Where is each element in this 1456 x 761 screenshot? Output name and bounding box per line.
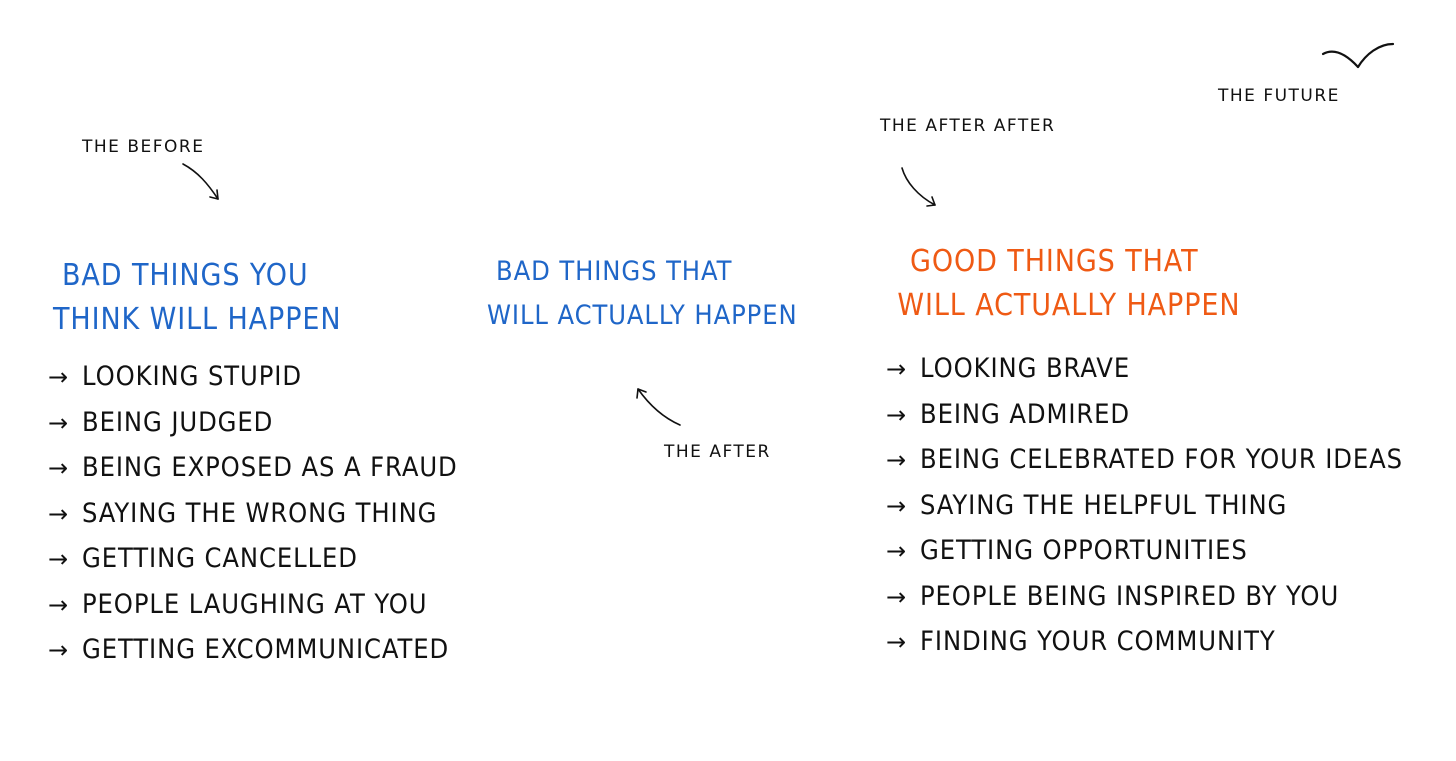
list-item-label: Being exposed as a fraud	[82, 452, 458, 483]
list-item: → Being judged	[48, 400, 499, 446]
list-item-label: People laughing at you	[82, 588, 428, 620]
heading-line: Bad things that	[496, 256, 733, 287]
list-item: → Getting excommunicated	[48, 627, 499, 673]
list-item: → Being admired	[886, 392, 1456, 438]
curved-arrow-icon	[901, 167, 936, 207]
list-item: → Looking stupid	[48, 354, 499, 400]
arrow-right-icon: →	[48, 454, 70, 482]
list-item: → Getting cancelled	[48, 536, 499, 582]
heading-line: will actually happen	[487, 300, 798, 331]
arrow-right-icon: →	[48, 636, 70, 664]
heading-bad-things-actually: Bad things that will actually happen	[487, 250, 798, 338]
list-item: → Finding your community	[886, 619, 1456, 665]
list-item: → People being inspired by you	[886, 574, 1456, 620]
list-item: → Saying the helpful thing	[886, 483, 1456, 529]
arrow-right-icon: →	[886, 446, 908, 474]
heading-line: think will happen	[53, 302, 342, 337]
list-item: → Being celebrated for your ideas	[886, 437, 1456, 483]
arrow-right-icon: →	[48, 499, 70, 528]
arrow-right-icon: →	[886, 537, 908, 565]
curved-arrow-icon	[636, 388, 681, 426]
list-good-things-actually: → Looking brave → Being admired → Being cel…	[886, 346, 1456, 665]
list-item-label: Saying the wrong thing	[82, 497, 438, 529]
list-item-label: Being celebrated for your ideas	[920, 444, 1404, 475]
arrow-right-icon: →	[886, 582, 908, 611]
arrow-right-icon: →	[48, 545, 70, 573]
list-item-label: Being judged	[82, 406, 274, 438]
note-after-after: The After After	[880, 116, 1056, 136]
list-item-label: Getting opportunities	[920, 535, 1248, 566]
list-item-label: Being admired	[920, 398, 1131, 430]
list-bad-things-you-think: → Looking stupid → Being judged → Being exp…	[48, 354, 499, 673]
arrow-right-icon: →	[886, 628, 908, 656]
arrow-right-icon: →	[48, 408, 70, 437]
heading-bad-things-you-think: Bad things you think will happen	[53, 254, 341, 342]
list-item: → Looking brave	[886, 346, 1456, 392]
arrow-right-icon: →	[48, 363, 70, 391]
heading-line: will actually happen	[897, 288, 1241, 323]
arrow-right-icon: →	[886, 400, 908, 429]
list-item: → Getting opportunities	[886, 528, 1456, 574]
list-item-label: Getting cancelled	[82, 543, 358, 574]
list-item: → People laughing at you	[48, 582, 499, 628]
list-item-label: Looking stupid	[82, 361, 302, 392]
list-item-label: Looking brave	[920, 353, 1131, 384]
heading-line: Bad things you	[62, 258, 309, 293]
list-item-label: Getting excommunicated	[82, 634, 450, 665]
list-item-label: Saying the helpful thing	[920, 489, 1288, 521]
heading-line: Good things that	[910, 244, 1199, 279]
list-item: → Saying the wrong thing	[48, 491, 499, 537]
note-before: The Before	[82, 137, 205, 157]
arrow-right-icon: →	[48, 590, 70, 619]
bird-icon	[1321, 42, 1395, 69]
note-after: The After	[664, 442, 771, 462]
arrow-right-icon: →	[886, 355, 908, 383]
arrow-right-icon: →	[886, 491, 908, 520]
list-item-label: People being inspired by you	[920, 580, 1340, 612]
list-item-label: Finding your community	[920, 626, 1276, 657]
curved-arrow-icon	[182, 163, 219, 200]
heading-good-things-actually: Good things that will actually happen	[897, 240, 1240, 328]
note-future: The Future	[1218, 86, 1340, 106]
list-item: → Being exposed as a fraud	[48, 445, 499, 491]
